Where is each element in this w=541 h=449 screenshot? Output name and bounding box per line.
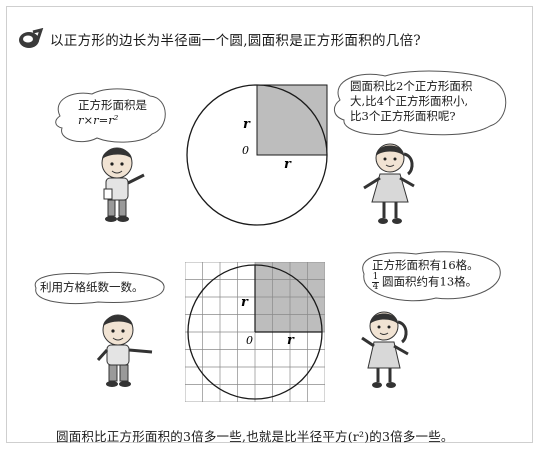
girl-character-top: [360, 140, 420, 234]
bubble-line: 大,比4个正方形面积小,: [350, 94, 469, 108]
radius-label-vertical: r: [241, 295, 249, 310]
fraction-quarter: 1 4: [372, 272, 379, 292]
radius-label-horizontal: r: [287, 333, 295, 348]
figure-circle-square: r r 0: [183, 82, 333, 232]
bubble-line-with-fraction: 1 4 圆面积约有13格。: [372, 272, 478, 292]
bubble-line: 比3个正方形面积呢?: [350, 109, 456, 123]
question-row: 以正方形的边长为半径画一个圆,圆面积是正方形面积的几倍?: [18, 28, 421, 50]
bubble-formula: r×r=r²: [78, 113, 119, 127]
figure-grid-circle: r r 0: [185, 262, 325, 402]
question-text: 以正方形的边长为半径画一个圆,圆面积是正方形面积的几倍?: [50, 33, 421, 49]
radius-label-vertical: r: [243, 117, 251, 132]
speech-bubble-boy-top: 正方形面积是 r×r=r²: [52, 88, 166, 143]
bubble-line: 正方形面积有16格。: [372, 258, 479, 272]
speech-bubble-girl-top: 圆面积比2个正方形面积 大,比4个正方形面积小, 比3个正方形面积呢?: [330, 70, 507, 136]
speech-bubble-girl-bottom: 正方形面积有16格。 1 4 圆面积约有13格。: [356, 250, 501, 302]
bubble-line: 利用方格纸数一数。: [40, 280, 144, 294]
bubble-line: 正方形面积是: [78, 98, 147, 112]
girl-character-bottom: [356, 308, 416, 396]
radius-label-horizontal: r: [284, 157, 292, 172]
bubble-line: 圆面积比2个正方形面积: [350, 79, 473, 93]
origin-label: 0: [246, 334, 253, 347]
conclusion-text: 圆面积比正方形面积的3倍多一些,也就是比半径平方(r²)的3倍多一些。: [56, 429, 454, 444]
shaded-square: [256, 84, 328, 156]
origin-label: 0: [242, 144, 249, 157]
boy-character-top: [92, 145, 152, 231]
question-number-icon: [19, 28, 44, 48]
speech-bubble-boy-bottom: 利用方格纸数一数。: [28, 270, 165, 304]
boy-character-bottom: [90, 312, 160, 396]
